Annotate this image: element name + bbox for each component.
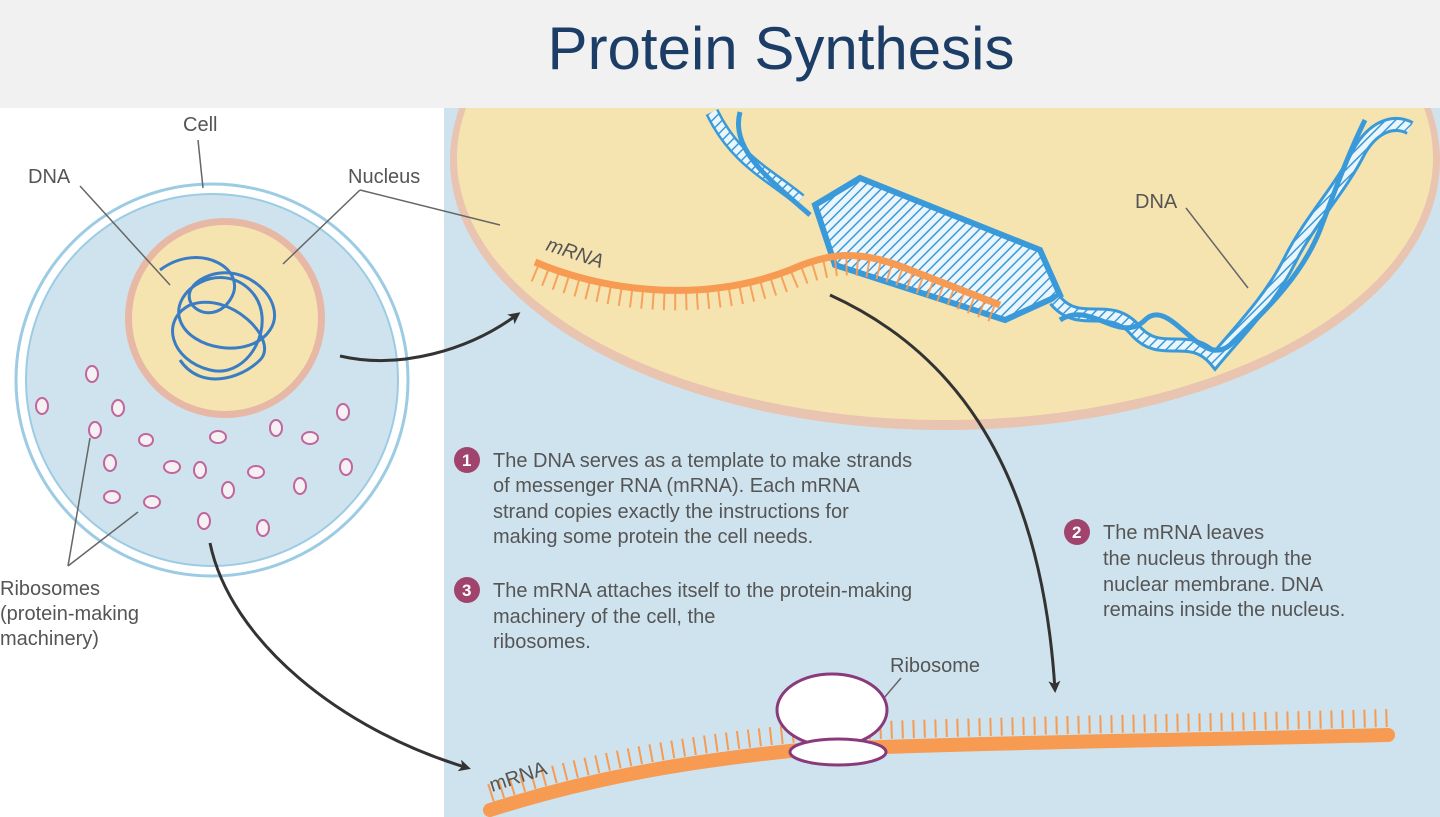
mrna-strand-top xyxy=(530,252,1004,325)
label-ribosomes-2: (protein-making xyxy=(0,603,139,625)
label-ribosomes-1: Ribosomes xyxy=(0,578,100,600)
step-2-line-1: The mRNA leaves xyxy=(1103,522,1264,544)
step-1-line-2: of messenger RNA (mRNA). Each mRNA xyxy=(493,475,860,497)
step-2-number: 2 xyxy=(1072,523,1081,542)
label-dna-left: DNA xyxy=(28,166,71,188)
dna-helix xyxy=(705,108,1414,372)
label-cell: Cell xyxy=(183,114,217,136)
cell-diagram xyxy=(14,182,410,578)
page-title: Protein Synthesis xyxy=(547,15,1015,82)
step-1-number: 1 xyxy=(462,451,471,470)
step-3-line-2: machinery of the cell, the xyxy=(493,606,715,628)
step-1-line-1: The DNA serves as a template to make str… xyxy=(493,450,912,472)
step-2-line-2: the nucleus through the xyxy=(1103,548,1312,570)
label-ribosomes-3: machinery) xyxy=(0,628,99,650)
label-ribosome: Ribosome xyxy=(890,655,980,677)
step-2: 2 The mRNA leaves the nucleus through th… xyxy=(1064,519,1345,621)
label-dna-right: DNA xyxy=(1135,191,1178,213)
step-2-line-4: remains inside the nucleus. xyxy=(1103,599,1345,621)
step-3-number: 3 xyxy=(462,581,471,600)
step-3-line-3: ribosomes. xyxy=(493,631,591,653)
step-2-line-3: nuclear membrane. DNA xyxy=(1103,574,1324,596)
step-1-line-4: making some protein the cell needs. xyxy=(493,526,813,548)
step-3: 3 The mRNA attaches itself to the protei… xyxy=(454,577,912,653)
ribosome-large xyxy=(775,672,889,767)
step-3-line-1: The mRNA attaches itself to the protein-… xyxy=(493,580,912,602)
leader-lines xyxy=(67,139,1249,706)
title-bar xyxy=(0,0,1440,108)
process-arrows xyxy=(208,293,1061,772)
step-1: 1 The DNA serves as a template to make s… xyxy=(454,447,912,548)
label-nucleus: Nucleus xyxy=(348,166,420,188)
step-1-line-3: strand copies exactly the instructions f… xyxy=(493,501,849,523)
